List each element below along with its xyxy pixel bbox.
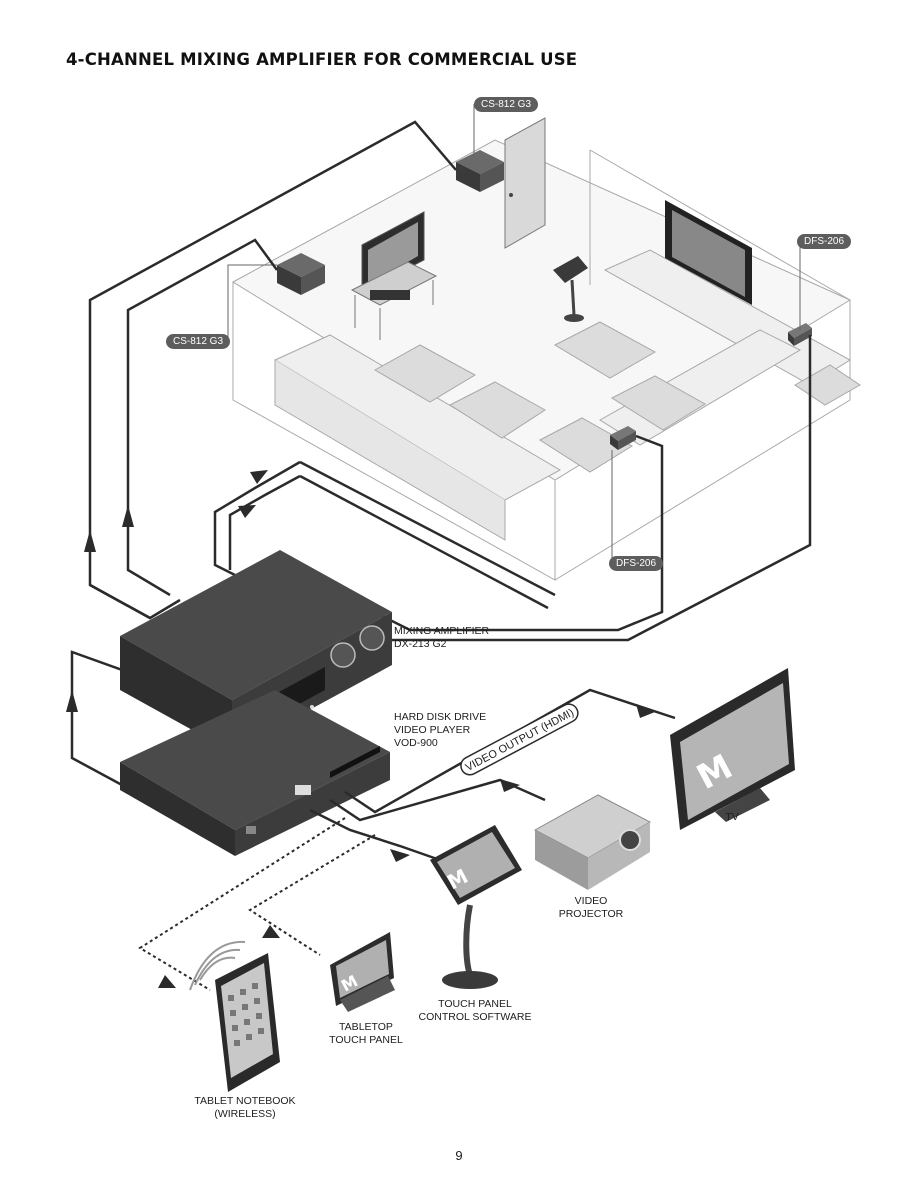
page-number: 9 [455,1148,463,1163]
tv-display: M [670,668,795,830]
svg-text:M: M [338,971,361,995]
room-wireframe [232,139,861,581]
wall-painting [665,200,752,305]
wireless-links [138,817,376,991]
touch-panel-label-line: CONTROL SOFTWARE [418,1011,532,1023]
room-tv-stand [350,211,438,340]
player-label-line: HARD DISK DRIVE [394,711,487,723]
tv-label: TV [712,811,752,824]
video-projector [533,794,652,890]
amplifier-label-line: MIXING AMPLIFIER [394,625,490,637]
touch-panel-kiosk: M [430,825,522,989]
projector-label: VIDEO PROJECTOR [556,895,626,921]
speaker-top [456,150,504,192]
speaker-label-floor: DFS-206 [609,556,664,571]
amplifier-label-line: DX-213 G2 [394,638,447,650]
room-kiosk [553,256,588,322]
cable-arrows [66,470,655,862]
touch-panel-label-line: TOUCH PANEL [438,998,512,1010]
projector-label-line: PROJECTOR [558,908,624,920]
tablet-label-line: (WIRELESS) [214,1108,276,1120]
door [504,117,546,249]
speaker-floor [610,426,636,450]
tabletop-label: TABLETOP TOUCH PANEL [316,1021,416,1047]
tabletop-label-line: TABLETOP [339,1021,393,1033]
tabletop-label-line: TOUCH PANEL [329,1034,403,1046]
tablet-notebook [189,940,280,1092]
tablet-label: TABLET NOTEBOOK (WIRELESS) [185,1095,305,1121]
wifi-icon [189,940,246,991]
amplifier-label: MIXING AMPLIFIER DX-213 G2 [394,625,489,651]
wireless-arrows [158,925,280,988]
tabletop-touch-panel: M [330,932,395,1012]
page-title: 4-CHANNEL MIXING AMPLIFIER FOR COMMERCIA… [66,50,578,69]
speaker-wall [788,323,812,346]
speaker-left [277,253,325,295]
player-label-line: VIDEO PLAYER [394,724,471,736]
tablet-label-line: TABLET NOTEBOOK [194,1095,296,1107]
hdd-video-player [120,690,390,856]
label-leaders [227,104,801,560]
touch-panel-label: TOUCH PANEL CONTROL SOFTWARE [410,998,540,1024]
tv-label-line: TV [725,811,739,823]
player-label-line: VOD-900 [394,737,438,749]
player-label: HARD DISK DRIVE VIDEO PLAYER VOD-900 [394,711,486,750]
projector-label-line: VIDEO [574,895,608,907]
speaker-label-left: CS-812 G3 [166,334,231,349]
speaker-label-wall: DFS-206 [797,234,852,249]
speaker-label-top: CS-812 G3 [474,97,539,112]
